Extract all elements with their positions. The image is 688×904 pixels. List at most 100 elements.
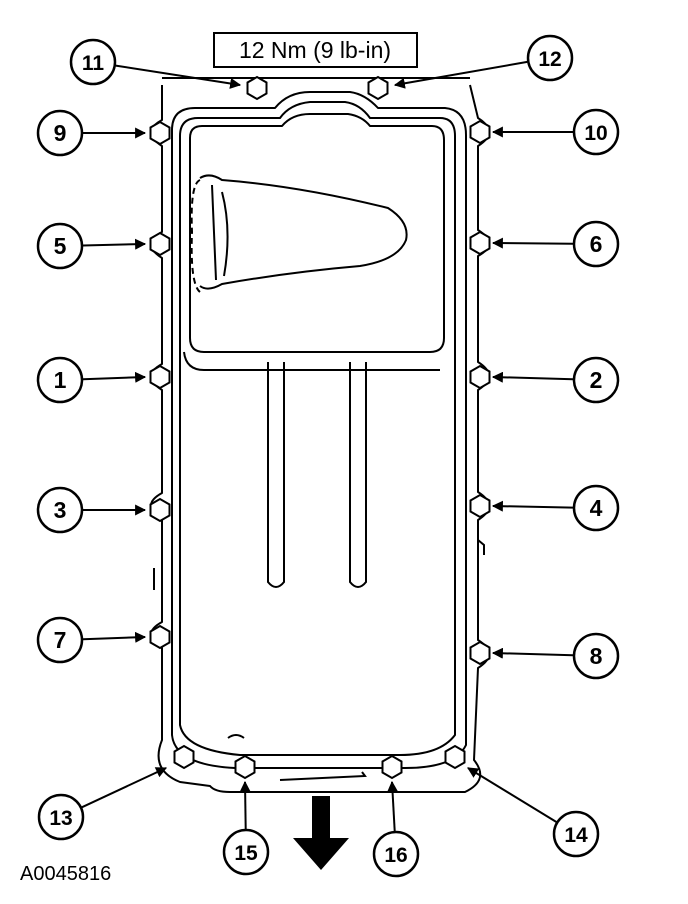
leader-arrow-4 (491, 500, 574, 512)
sequence-callout-4: 4 (572, 484, 620, 532)
sequence-callout-13: 13 (37, 793, 85, 841)
sequence-callout-8: 8 (572, 632, 620, 680)
callout-number-2: 2 (590, 367, 603, 393)
sequence-callout-12: 12 (526, 34, 574, 82)
sequence-callout-5: 5 (36, 222, 84, 270)
callout-number-10: 10 (584, 122, 607, 145)
sequence-callout-15: 15 (222, 828, 270, 876)
leader-arrow-16 (387, 780, 399, 832)
leader-arrow-12 (393, 60, 528, 89)
sequence-callout-7: 7 (36, 616, 84, 664)
pan-ribs (153, 362, 485, 781)
leader-arrow-5 (82, 238, 147, 250)
callout-number-9: 9 (54, 120, 67, 146)
callout-number-3: 3 (54, 497, 67, 523)
callout-number-6: 6 (590, 231, 603, 257)
pickup-tube (199, 174, 408, 290)
callout-circle-14 (552, 810, 600, 858)
sequence-callout-6: 6 (572, 220, 620, 268)
figure-id-label: A0045816 (20, 863, 111, 885)
callout-circle-15 (222, 828, 270, 876)
pickup-tube-neck (211, 184, 229, 281)
callout-circle-8 (572, 632, 620, 680)
callout-circle-4 (572, 484, 620, 532)
sequence-callout-14: 14 (552, 810, 600, 858)
sequence-callout-10: 10 (572, 108, 620, 156)
sequence-callout-2: 2 (572, 356, 620, 404)
bolt-10 (469, 119, 491, 145)
callout-circle-2 (572, 356, 620, 404)
callout-circle-12 (526, 34, 574, 82)
callout-number-12: 12 (538, 48, 561, 71)
sequence-callout-3: 3 (36, 486, 84, 534)
leader-arrow-8 (491, 647, 574, 659)
callout-circle-13 (37, 793, 85, 841)
bolt-15 (234, 754, 256, 780)
leader-arrow-11 (115, 64, 242, 89)
sequence-callout-16: 16 (372, 830, 420, 878)
oil-pan-sump (183, 113, 445, 371)
bolt-3 (149, 497, 171, 523)
torque-spec-text: 12 Nm (9 lb-in) (239, 37, 391, 63)
leader-arrow-7 (82, 631, 147, 643)
sequence-callout-11: 11 (69, 38, 117, 86)
bolt-4 (469, 493, 491, 519)
leader-arrow-14 (467, 767, 557, 823)
callout-number-11: 11 (82, 52, 105, 75)
side-bracket (477, 539, 485, 612)
bolt-16 (381, 754, 403, 780)
bolt-7 (149, 624, 171, 650)
bolt-13 (173, 744, 195, 770)
callout-circle-3 (36, 486, 84, 534)
callout-circle-16 (372, 830, 420, 878)
callout-circle-6 (572, 220, 620, 268)
callout-number-16: 16 (384, 844, 407, 867)
flange-inner-edge (179, 101, 456, 756)
callout-number-15: 15 (234, 842, 258, 865)
bolt-8 (469, 640, 491, 666)
callout-number-5: 5 (54, 233, 67, 259)
front-direction-arrow (293, 796, 349, 870)
left-rib (267, 362, 285, 588)
callout-circle-9 (36, 109, 84, 157)
leader-arrow-13 (81, 767, 167, 809)
callout-number-13: 13 (49, 807, 72, 830)
bolt-6 (469, 230, 491, 256)
callout-circle-7 (36, 616, 84, 664)
callout-number-8: 8 (590, 643, 603, 669)
bolt-12 (367, 75, 389, 101)
leader-arrow-1 (82, 371, 147, 383)
leader-arrow-2 (491, 371, 574, 383)
bolt-group (149, 75, 491, 780)
callout-number-14: 14 (564, 824, 588, 847)
bolt-5 (149, 231, 171, 257)
callout-number-4: 4 (590, 495, 603, 521)
flange-mid-edge (171, 91, 467, 769)
callout-circle-1 (36, 356, 84, 404)
bolt-9 (149, 120, 171, 146)
oil-pan-flange (150, 77, 490, 793)
drain-slot (279, 771, 367, 781)
drain-boss (227, 734, 245, 739)
leader-arrow-15 (239, 780, 251, 830)
leader-arrow-6 (491, 237, 574, 249)
bolt-2 (469, 364, 491, 390)
right-rib (349, 362, 367, 588)
callout-circle-5 (36, 222, 84, 270)
callout-circle-11 (69, 38, 117, 86)
pickup-tube-cap (190, 179, 201, 293)
bolt-14 (444, 744, 466, 770)
upper-sump-outline (189, 113, 445, 353)
leader-arrow-group (81, 60, 574, 832)
sump-shelf-line (183, 351, 440, 371)
callout-number-7: 7 (54, 627, 67, 653)
bolt-11 (246, 75, 268, 101)
sequence-callout-1: 1 (36, 356, 84, 404)
flange-outer-edge (150, 84, 490, 793)
torque-spec-box: 12 Nm (9 lb-in) (213, 32, 418, 68)
callout-number-1: 1 (54, 367, 67, 393)
bolt-1 (149, 364, 171, 390)
callout-circle-10 (572, 108, 620, 156)
